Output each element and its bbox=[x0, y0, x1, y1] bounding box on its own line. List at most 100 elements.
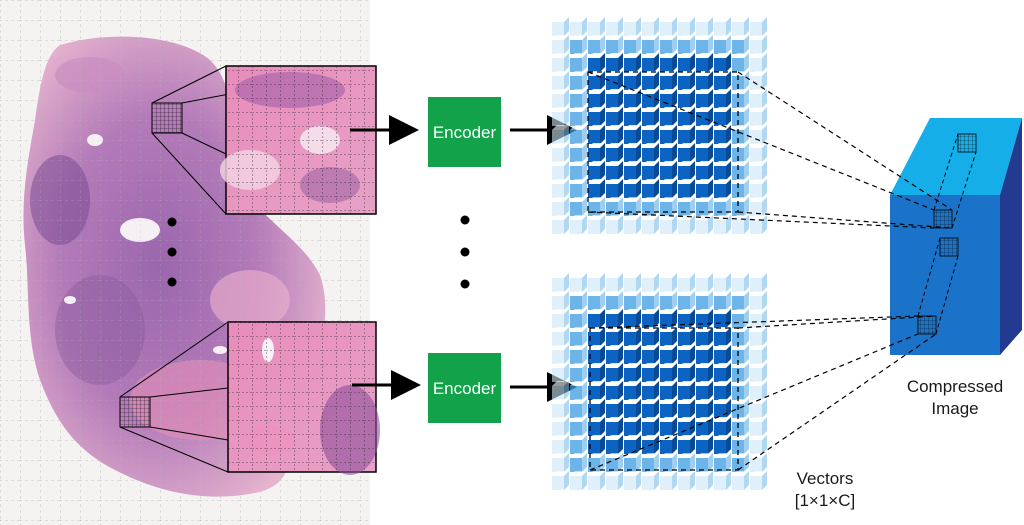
vector-cell-top bbox=[732, 161, 749, 166]
vector-cell-side bbox=[672, 161, 677, 180]
vector-cell-top bbox=[714, 435, 731, 440]
ellipsis-dot bbox=[167, 277, 177, 287]
vector-cell bbox=[714, 404, 726, 418]
vector-cell-side bbox=[726, 273, 731, 292]
vector-cell-side bbox=[690, 291, 695, 310]
cube-token bbox=[939, 237, 959, 257]
top-patch-zoom bbox=[151, 65, 377, 215]
vector-cell-side bbox=[744, 471, 749, 490]
vector-cell-side bbox=[582, 53, 587, 72]
vector-cell-side bbox=[726, 471, 731, 490]
vector-cell-side bbox=[708, 435, 713, 454]
vector-cell-side bbox=[564, 309, 569, 328]
vector-cell bbox=[732, 350, 744, 364]
vector-cell-side bbox=[744, 273, 749, 292]
vector-cell-top bbox=[552, 197, 569, 202]
vector-cell-side bbox=[690, 215, 695, 234]
vector-cell-side bbox=[762, 35, 767, 54]
vector-cell-side bbox=[582, 17, 587, 36]
vector-cell-top bbox=[588, 471, 605, 476]
vector-cell bbox=[750, 166, 762, 180]
cube-token bbox=[957, 133, 977, 153]
vector-cell-top bbox=[552, 363, 569, 368]
vector-cell bbox=[732, 332, 744, 346]
vector-cell bbox=[624, 94, 636, 108]
vector-cell-top bbox=[678, 309, 695, 314]
vector-cell bbox=[552, 202, 564, 216]
vector-cell-side bbox=[672, 71, 677, 90]
vector-cell-side bbox=[690, 107, 695, 126]
vector-cell bbox=[570, 112, 582, 126]
vector-cell-top bbox=[624, 291, 641, 296]
vector-cell-side bbox=[726, 435, 731, 454]
vector-cell-top bbox=[714, 381, 731, 386]
vector-cell bbox=[714, 476, 726, 490]
vector-cell-side bbox=[618, 327, 623, 346]
vector-cell-top bbox=[642, 291, 659, 296]
vector-cell-top bbox=[714, 345, 731, 350]
vector-cell-top bbox=[624, 309, 641, 314]
vector-cell bbox=[570, 386, 582, 400]
vector-cell-side bbox=[708, 53, 713, 72]
vector-cell-side bbox=[582, 161, 587, 180]
vector-cell-top bbox=[678, 453, 695, 458]
vector-cell-top bbox=[732, 363, 749, 368]
vector-cell-top bbox=[624, 125, 641, 130]
vector-cell bbox=[570, 332, 582, 346]
vector-cell bbox=[678, 314, 690, 328]
vector-cell-side bbox=[744, 435, 749, 454]
vector-cell bbox=[570, 350, 582, 364]
vector-cell-top bbox=[570, 17, 587, 22]
vector-cell-side bbox=[708, 417, 713, 436]
vector-cell-top bbox=[570, 291, 587, 296]
vector-cell-side bbox=[636, 179, 641, 198]
vector-cell-top bbox=[552, 71, 569, 76]
vector-cell-side bbox=[582, 273, 587, 292]
encoder-top-label: Encoder bbox=[433, 123, 497, 142]
vector-cell-top bbox=[678, 197, 695, 202]
vector-cell-top bbox=[624, 399, 641, 404]
vector-cell-side bbox=[564, 215, 569, 234]
vector-cell-top bbox=[714, 53, 731, 58]
vector-cell-side bbox=[564, 417, 569, 436]
vector-cell-side bbox=[690, 71, 695, 90]
vector-cell bbox=[570, 476, 582, 490]
vector-cell-side bbox=[654, 17, 659, 36]
vector-cell-top bbox=[660, 291, 677, 296]
vector-cell-top bbox=[696, 143, 713, 148]
vector-cell-side bbox=[672, 179, 677, 198]
vector-cell bbox=[606, 58, 618, 72]
vector-cell-top bbox=[678, 161, 695, 166]
vector-cell-top bbox=[750, 89, 767, 94]
vector-cell bbox=[714, 112, 726, 126]
vector-cell-side bbox=[726, 143, 731, 162]
vector-cell-side bbox=[582, 381, 587, 400]
vector-cell-top bbox=[696, 17, 713, 22]
vector-cell bbox=[678, 296, 690, 310]
vector-cell-top bbox=[678, 179, 695, 184]
vector-cell-top bbox=[696, 107, 713, 112]
vector-cell bbox=[696, 148, 708, 162]
vector-cell bbox=[660, 440, 672, 454]
vector-cell-side bbox=[582, 363, 587, 382]
vector-cell-side bbox=[708, 215, 713, 234]
vector-cell-top bbox=[696, 381, 713, 386]
vector-cell-top bbox=[552, 291, 569, 296]
vector-cell-side bbox=[744, 197, 749, 216]
vector-cell-side bbox=[636, 327, 641, 346]
vector-cell-top bbox=[714, 417, 731, 422]
vector-cell-top bbox=[570, 143, 587, 148]
vector-cell-side bbox=[654, 291, 659, 310]
vector-cell bbox=[750, 112, 762, 126]
vector-cell-top bbox=[678, 53, 695, 58]
vector-cell-top bbox=[606, 125, 623, 130]
vector-cell-side bbox=[618, 17, 623, 36]
vector-cell bbox=[624, 130, 636, 144]
vector-cell-top bbox=[696, 53, 713, 58]
vector-cell-side bbox=[672, 471, 677, 490]
vector-cell bbox=[552, 368, 564, 382]
vector-cell-side bbox=[654, 417, 659, 436]
vector-cell-top bbox=[678, 471, 695, 476]
vector-cell-top bbox=[678, 363, 695, 368]
vector-cell-top bbox=[624, 179, 641, 184]
